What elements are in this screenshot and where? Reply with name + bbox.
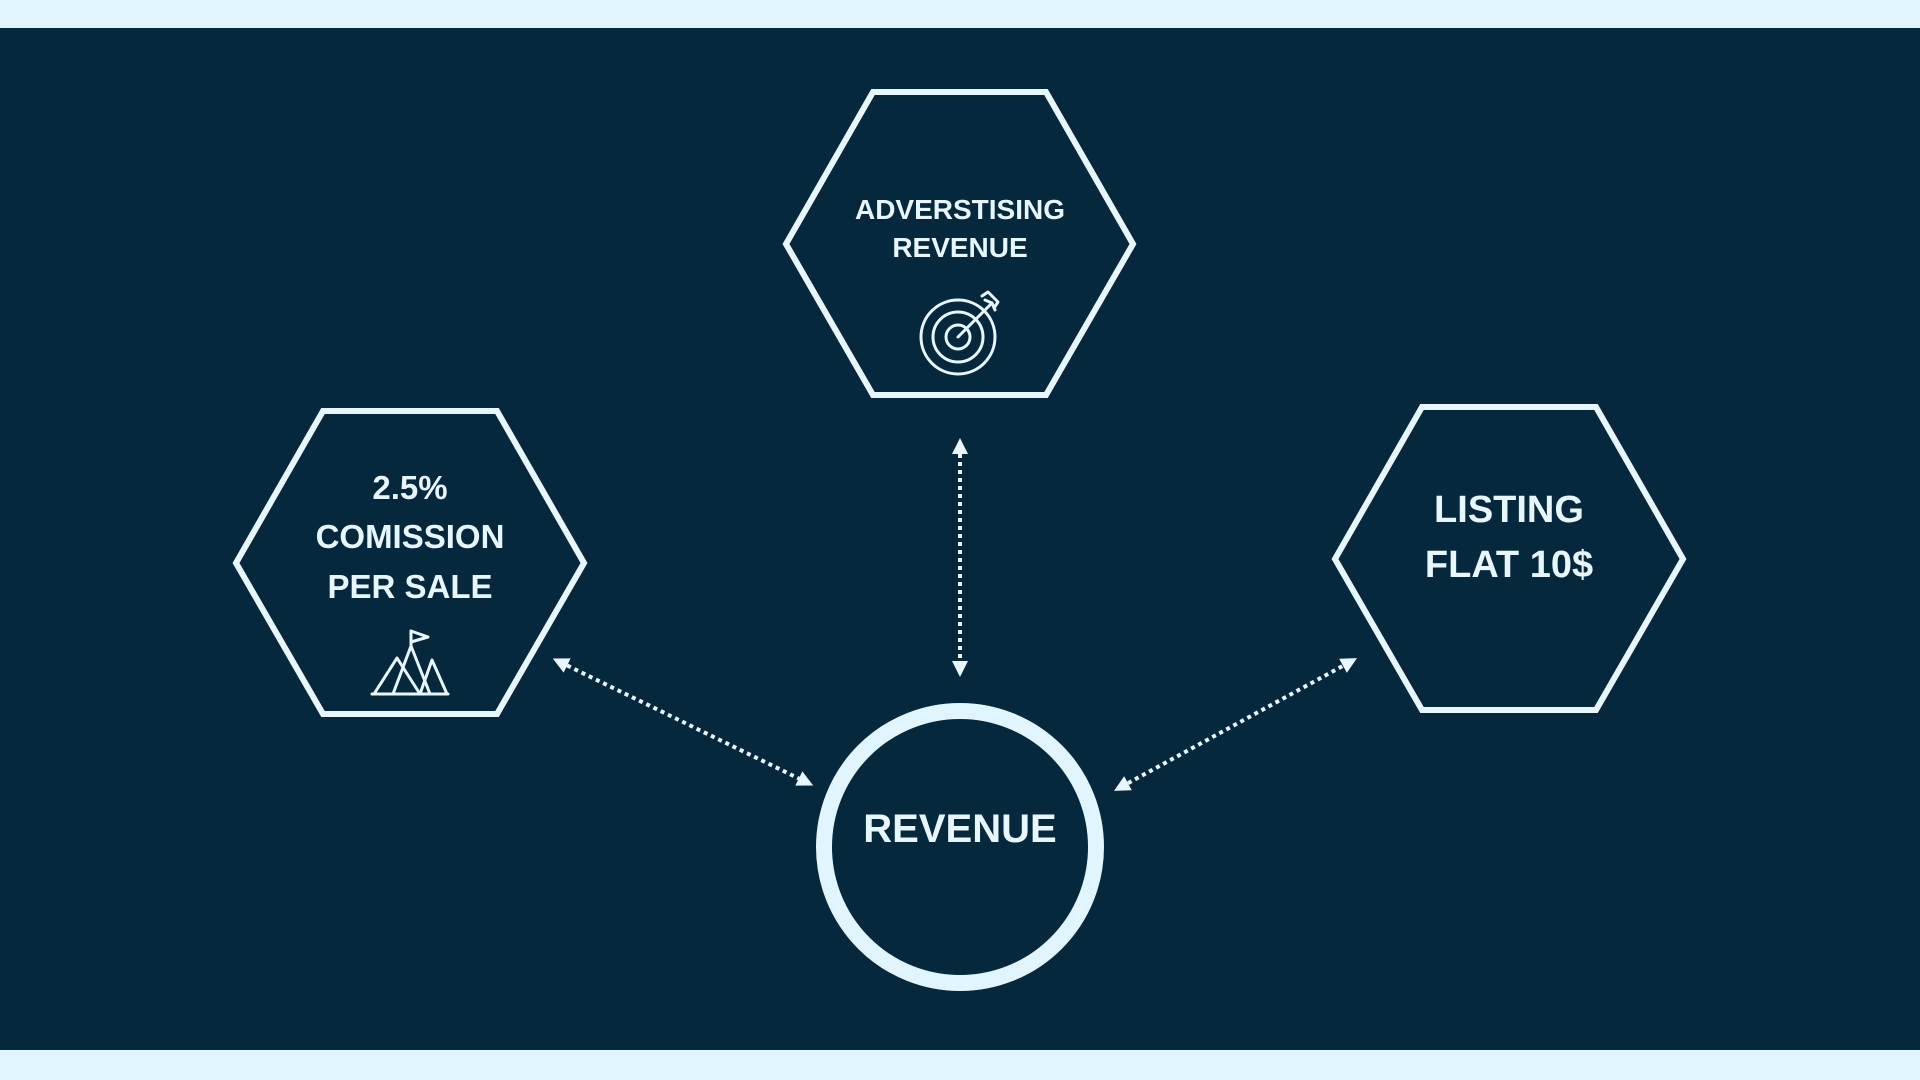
advertising-hexagon bbox=[782, 89, 1137, 398]
listing-label-line2: FLAT 10$ bbox=[1425, 544, 1593, 586]
commission-node: 2.5% COMISSION PER SALE bbox=[232, 408, 588, 717]
connector-commission-revenue bbox=[552, 658, 814, 786]
advertising-label-line2: REVENUE bbox=[892, 232, 1027, 263]
revenue-circle bbox=[816, 703, 1104, 991]
commission-label-line3: PER SALE bbox=[327, 568, 492, 605]
commission-label-line1: 2.5% bbox=[372, 469, 447, 506]
advertising-revenue-node: ADVERSTISING REVENUE bbox=[782, 89, 1137, 398]
listing-node: LISTING FLAT 10$ bbox=[1331, 404, 1687, 713]
mountain-flag-icon bbox=[370, 629, 450, 696]
target-icon bbox=[919, 290, 1000, 376]
commission-hexagon bbox=[232, 408, 588, 717]
listing-hexagon bbox=[1331, 404, 1687, 713]
advertising-label-line1: ADVERSTISING bbox=[855, 194, 1065, 225]
listing-label-line1: LISTING bbox=[1434, 489, 1584, 531]
connector-listing-revenue bbox=[1113, 658, 1358, 791]
revenue-label: REVENUE bbox=[863, 807, 1056, 851]
commission-label-line2: COMISSION bbox=[316, 518, 505, 555]
revenue-node: REVENUE bbox=[816, 703, 1104, 991]
